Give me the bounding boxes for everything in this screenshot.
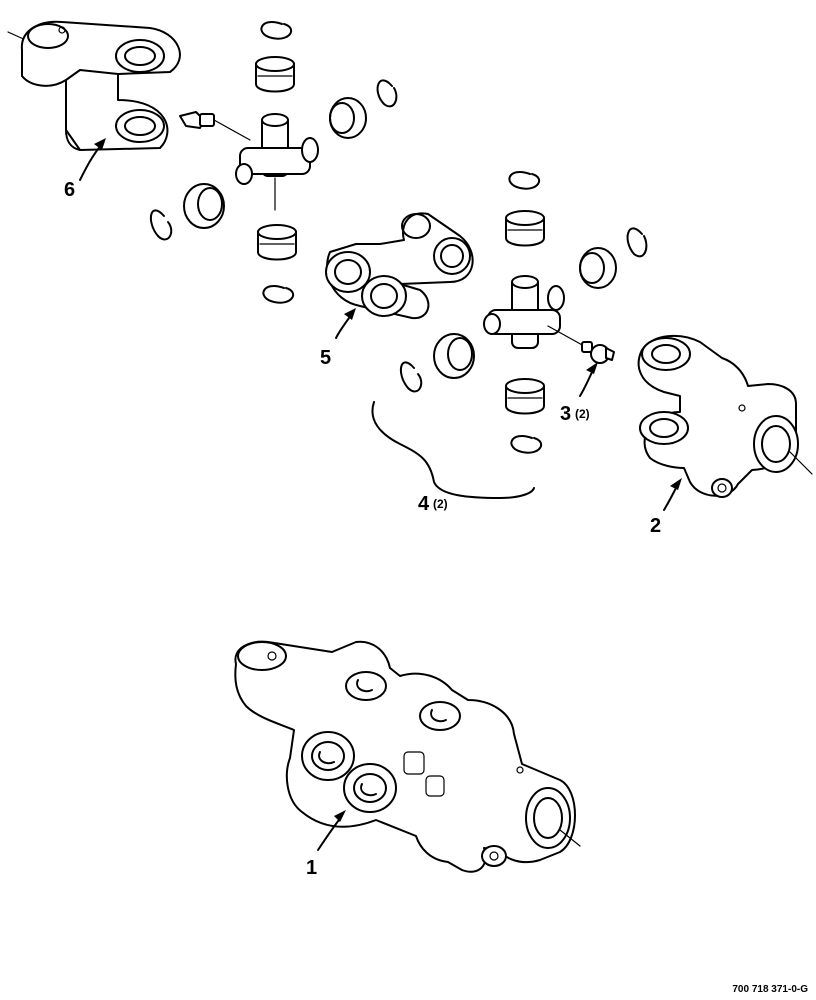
grease-fitting-2 — [547, 325, 615, 364]
snap-ring-bottom-1 — [262, 285, 295, 304]
callout-3-qty: (2) — [575, 407, 590, 421]
assembled-joint-part-1 — [234, 640, 581, 873]
leader-arrow-6 — [79, 138, 106, 181]
bearing-cup-top-2 — [505, 210, 545, 247]
splined-yoke-part-2 — [637, 334, 813, 498]
leader-arrow-2 — [663, 478, 682, 511]
leader-arrow-3 — [579, 362, 598, 397]
snap-ring-right-1 — [376, 79, 398, 108]
callout-4-qty: (2) — [433, 497, 448, 511]
grease-fitting-1 — [179, 111, 251, 141]
bearing-cup-right-1 — [329, 97, 367, 139]
snap-ring-left-2 — [399, 361, 423, 393]
bearing-cup-bottom-1 — [257, 224, 297, 261]
callout-1: 1 — [306, 857, 317, 879]
bearing-cup-right-2 — [579, 247, 617, 289]
kit-bracket-4 — [371, 401, 535, 499]
bearing-cup-left-1 — [183, 183, 225, 229]
leader-arrow-1 — [317, 810, 346, 851]
snap-ring-top-2 — [508, 171, 541, 190]
figure-reference: 700 718 371-0-G — [732, 984, 808, 995]
callout-2: 2 — [650, 515, 661, 537]
callout-6: 6 — [64, 179, 75, 201]
bearing-cup-bottom-2 — [505, 378, 545, 415]
snap-ring-left-1 — [149, 209, 173, 241]
snap-ring-right-2 — [626, 227, 648, 258]
leader-arrow-5 — [335, 308, 356, 339]
snap-ring-top-1 — [260, 21, 293, 40]
bearing-cup-top-1 — [255, 56, 295, 93]
cross-spider-2 — [483, 275, 565, 349]
callout-3: 3 — [560, 403, 571, 425]
callout-4: 4 — [418, 493, 430, 515]
yoke-part-6 — [7, 20, 181, 151]
snap-ring-bottom-2 — [510, 435, 543, 454]
cross-spider-1 — [235, 113, 319, 211]
callout-5: 5 — [320, 347, 331, 369]
center-yoke-part-5 — [325, 212, 474, 320]
bearing-cup-left-2 — [433, 333, 475, 379]
